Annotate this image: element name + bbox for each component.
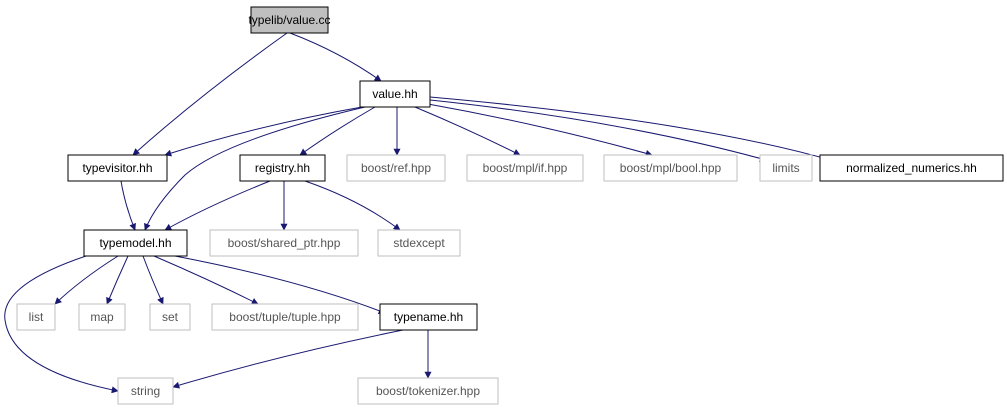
node-label: typelib/value.cc [248, 13, 330, 27]
node-box [67, 154, 168, 182]
edge-value-hh-to-typemodel-hh [144, 106, 366, 231]
node-box [466, 154, 584, 182]
node-box [250, 6, 329, 34]
node-box [239, 154, 326, 182]
node-box [379, 303, 478, 331]
edge-value-hh-to-boost-mpl-bool [427, 103, 653, 157]
node-boost-tuple: boost/tuple/tuple.hpp [211, 303, 359, 331]
node-label: boost/mpl/if.hpp [483, 161, 568, 175]
node-value-cc[interactable]: typelib/value.cc [248, 6, 331, 34]
node-string: string [117, 377, 174, 405]
node-typename-hh[interactable]: typename.hh [379, 303, 478, 331]
node-registry-hh[interactable]: registry.hh [239, 154, 326, 182]
edge-value-hh-to-typevisitor-hh [164, 106, 363, 157]
node-label: stdexcept [393, 236, 445, 250]
node-label: string [131, 384, 160, 398]
edge-value-hh-to-boost-mpl-if [414, 106, 521, 156]
edge-value-cc-to-value-hh [289, 32, 382, 82]
node-boost-ref: boost/ref.hpp [346, 154, 446, 182]
edge-typemodel-hh-to-list [54, 255, 119, 305]
node-label: boost/ref.hpp [361, 161, 431, 175]
node-boost-tokenizer: boost/tokenizer.hpp [357, 377, 499, 405]
node-box [149, 303, 191, 331]
edge-value-hh-to-normalized-numerics [429, 96, 835, 163]
edge-typemodel-hh-to-typename-hh [174, 255, 386, 314]
node-label: limits [772, 161, 799, 175]
node-box [346, 154, 446, 182]
edge-value-hh-to-limits [429, 99, 767, 162]
node-label: set [162, 310, 179, 324]
node-box [359, 80, 431, 108]
node-boost-shared-ptr: boost/shared_ptr.hpp [209, 229, 359, 257]
node-box [759, 154, 813, 182]
node-boost-mpl-bool: boost/mpl/bool.hpp [603, 154, 738, 182]
edge-typename-hh-to-string [172, 329, 404, 389]
node-label: boost/tuple/tuple.hpp [229, 310, 341, 324]
node-box [117, 377, 174, 405]
node-list: list [16, 303, 56, 331]
node-box [377, 229, 461, 257]
node-limits: limits [759, 154, 813, 182]
node-box [78, 303, 126, 331]
node-typemodel-hh[interactable]: typemodel.hh [83, 229, 188, 257]
node-label: map [90, 310, 114, 324]
node-label: boost/shared_ptr.hpp [228, 236, 341, 250]
node-label: boost/tokenizer.hpp [376, 384, 480, 398]
node-set: set [149, 303, 191, 331]
node-box [357, 377, 499, 405]
edge-typemodel-hh-to-set [142, 255, 164, 305]
edge-typemodel-hh-to-boost-tuple [153, 255, 259, 305]
edge-typemodel-hh-to-string [4, 255, 119, 394]
edge-typevisitor-hh-to-typemodel-hh [120, 180, 136, 231]
node-label: value.hh [372, 87, 417, 101]
edge-value-cc-to-typevisitor-hh [132, 32, 288, 156]
node-box [819, 154, 1004, 182]
node-map: map [78, 303, 126, 331]
node-stdexcept: stdexcept [377, 229, 461, 257]
node-label: list [29, 310, 44, 324]
nodes-layer: typelib/value.cc value.hh typevisitor.hh re… [16, 6, 1004, 405]
node-box [211, 303, 359, 331]
node-normalized-numerics[interactable]: normalized_numerics.hh [819, 154, 1004, 182]
node-value-hh[interactable]: value.hh [359, 80, 431, 108]
node-label: normalized_numerics.hh [846, 161, 977, 175]
edge-typemodel-hh-to-map [106, 255, 129, 305]
node-label: typename.hh [394, 310, 463, 324]
edge-registry-hh-to-typemodel-hh [164, 180, 271, 231]
edge-value-hh-to-registry-hh [299, 106, 376, 156]
node-box [16, 303, 56, 331]
node-box [603, 154, 738, 182]
node-label: registry.hh [255, 161, 310, 175]
node-boost-mpl-if: boost/mpl/if.hpp [466, 154, 584, 182]
edge-registry-hh-to-stdexcept [304, 180, 401, 231]
node-box [83, 229, 188, 257]
node-typevisitor-hh[interactable]: typevisitor.hh [67, 154, 168, 182]
node-label: typevisitor.hh [82, 161, 152, 175]
node-label: boost/mpl/bool.hpp [620, 161, 722, 175]
node-label: typemodel.hh [99, 236, 171, 250]
node-box [209, 229, 359, 257]
edges-layer [4, 32, 835, 394]
